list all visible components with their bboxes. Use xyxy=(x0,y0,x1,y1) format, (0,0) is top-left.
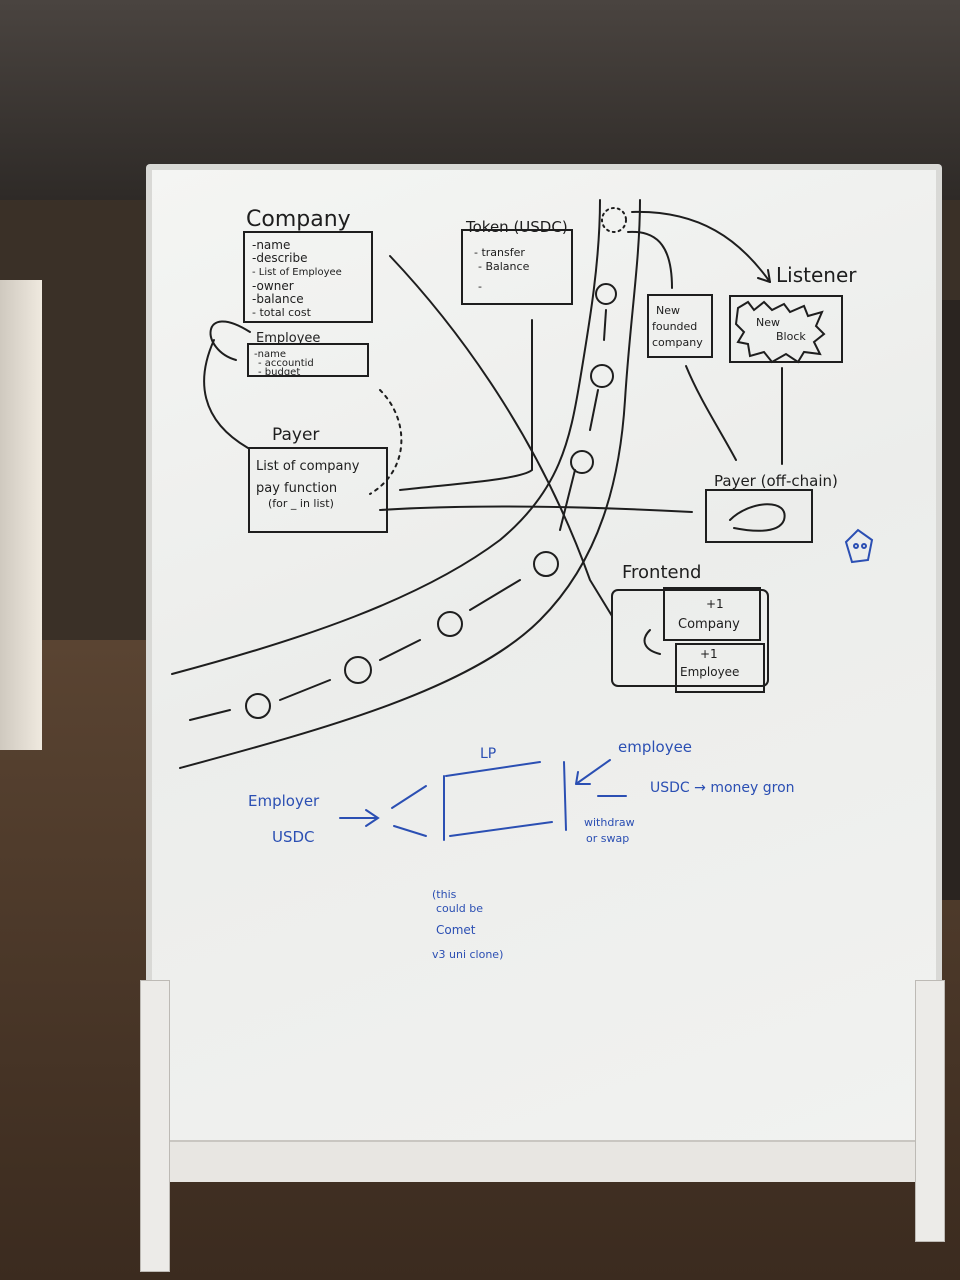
chain-block xyxy=(344,656,372,684)
lp-note-line: (this xyxy=(432,888,457,901)
employee-field: - accountid xyxy=(258,358,314,369)
company-field: - List of Employee xyxy=(252,267,342,278)
payer-box xyxy=(248,447,388,533)
new-founded-line: New xyxy=(656,304,680,317)
new-founded-line: company xyxy=(652,336,703,349)
chain-links xyxy=(189,309,607,721)
employee-field: -name xyxy=(254,349,286,360)
chain-block xyxy=(245,693,271,719)
new-founded-box xyxy=(647,294,713,358)
arrow-to-listener xyxy=(631,210,771,283)
marker-tray xyxy=(160,1140,930,1182)
arrow-payer-employee xyxy=(369,389,403,495)
frontend-card-line: Employee xyxy=(680,665,739,679)
token-field: - transfer xyxy=(474,246,525,259)
lp-note-line: v3 uni clone) xyxy=(432,948,503,961)
arrow-company-frontend xyxy=(389,255,613,617)
frontend-card-line: +1 xyxy=(700,647,718,661)
stand-leg-left xyxy=(140,980,170,1272)
payer-line: (for _ in list) xyxy=(268,497,334,510)
chain-block xyxy=(570,450,594,474)
arrow-employee-company xyxy=(209,320,251,361)
company-box xyxy=(243,231,373,323)
payer-line: List of company xyxy=(256,459,360,474)
frontend-card-line: Company xyxy=(678,617,740,632)
listener-title: Listener xyxy=(776,263,857,287)
stand-leg-right xyxy=(915,980,945,1242)
employee-field: - budget xyxy=(258,367,300,378)
withdraw-line: withdraw xyxy=(584,816,635,829)
arrow-new-to-payer xyxy=(685,365,737,461)
company-field: -balance xyxy=(252,292,304,306)
lp-note-line: could be xyxy=(436,902,483,915)
new-block-burst xyxy=(734,300,826,364)
employee-label: employee xyxy=(618,738,692,756)
arrow-payer-offchain-to-payer xyxy=(379,505,693,513)
usdc-in-label: USDC xyxy=(272,828,315,846)
arrow-usdc-to-lp xyxy=(339,809,380,827)
company-field: -owner xyxy=(252,279,294,293)
pillar xyxy=(0,280,42,750)
payer-title: Payer xyxy=(272,425,319,445)
token-box xyxy=(461,229,573,305)
lp-note-line: Comet xyxy=(436,923,476,937)
listener-box xyxy=(729,295,843,363)
new-block-line: New xyxy=(756,316,780,329)
withdraw-line: or swap xyxy=(586,832,629,845)
usdc-out-label: USDC → money gron xyxy=(650,780,795,796)
chain-block xyxy=(595,283,617,305)
chain-block-pending xyxy=(601,207,627,233)
lp-title: LP xyxy=(480,746,496,762)
employee-box xyxy=(247,343,369,377)
chain-river-lower-edge xyxy=(179,199,641,769)
chain-block xyxy=(533,551,559,577)
new-founded-line: founded xyxy=(652,320,697,333)
employer-label: Employer xyxy=(248,792,320,810)
chain-block xyxy=(437,611,463,637)
frontend-card-company xyxy=(663,587,761,641)
token-field: - xyxy=(478,280,482,293)
employee-title: Employee xyxy=(256,331,320,346)
company-field: - total cost xyxy=(252,306,312,319)
chain-block xyxy=(590,364,614,388)
new-block-line: Block xyxy=(776,330,806,343)
payer-line: pay function xyxy=(256,481,337,496)
frontend-box xyxy=(611,589,769,687)
frontend-title: Frontend xyxy=(622,562,701,583)
arrow-payer-token xyxy=(399,319,533,491)
company-field: -describe xyxy=(252,251,307,265)
company-title: Company xyxy=(246,207,351,232)
frontend-card-line: +1 xyxy=(706,597,724,611)
arrow-to-new-founded xyxy=(627,230,673,289)
whiteboard-surface xyxy=(152,170,936,1146)
token-field: - Balance xyxy=(478,260,530,273)
face-doodle xyxy=(844,528,874,564)
arrow-employee-to-lp xyxy=(575,759,611,785)
token-title: Token (USDC) xyxy=(465,218,568,236)
lp-box xyxy=(443,761,567,841)
payer-offchain-title: Payer (off-chain) xyxy=(714,472,838,490)
payer-offchain-doodle xyxy=(729,503,786,532)
frontend-card-employee xyxy=(675,643,765,693)
chain-river-upper-edge xyxy=(171,199,601,675)
company-field: -name xyxy=(252,238,290,252)
payer-offchain-box xyxy=(705,489,813,543)
